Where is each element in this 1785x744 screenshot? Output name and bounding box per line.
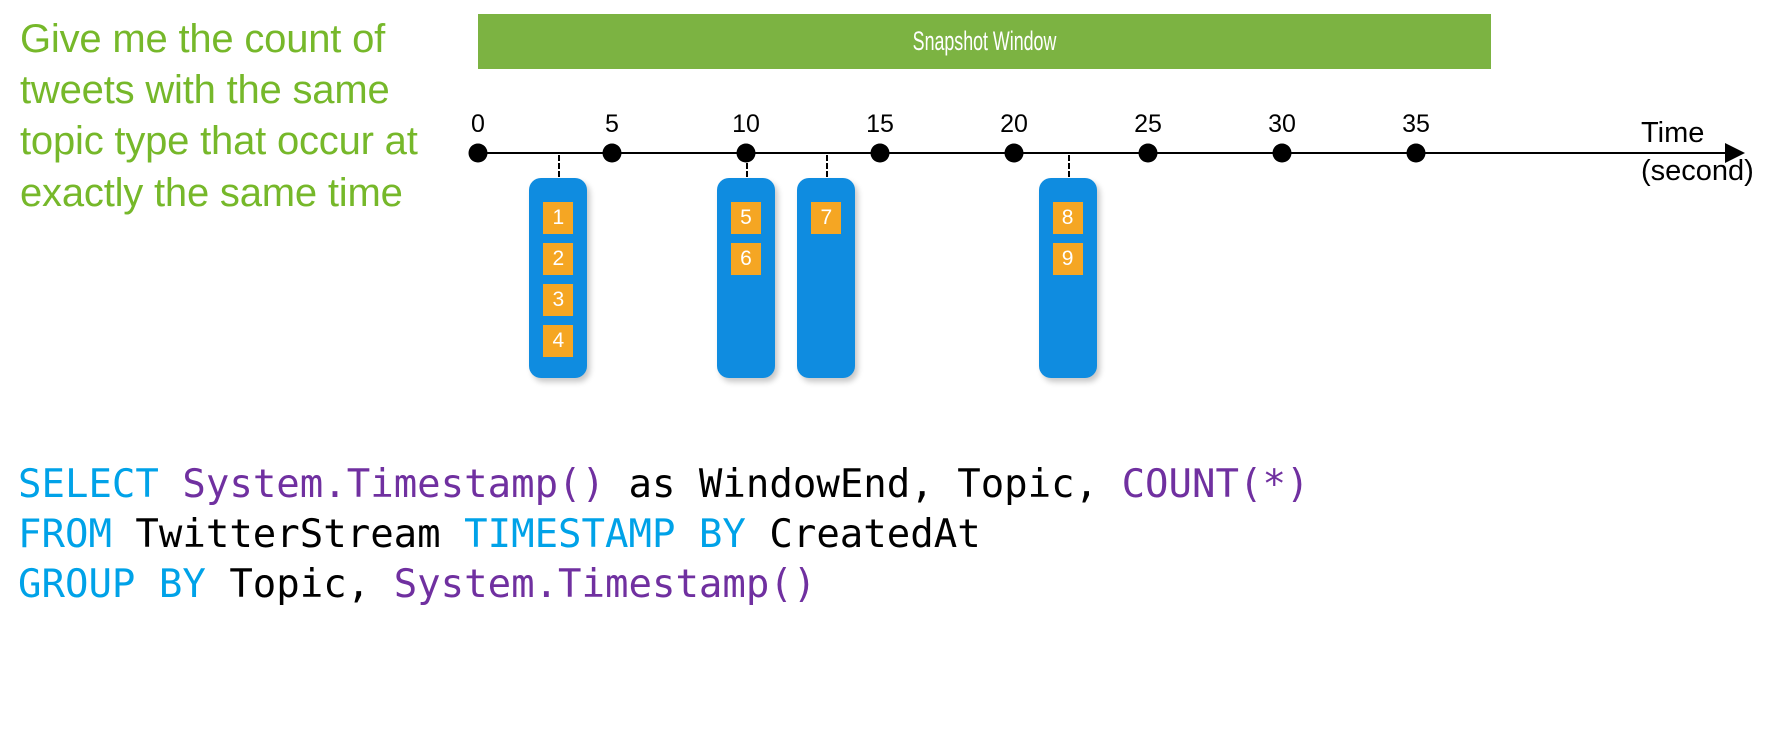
axis-tick-label-30: 30	[1268, 110, 1296, 138]
sql-token-kw: FROM	[18, 511, 112, 557]
tweet-chip-4[interactable]: 4	[543, 325, 574, 357]
sql-token-id	[159, 462, 182, 507]
tweet-chip-7[interactable]: 7	[811, 202, 842, 234]
sql-token-fn: System.Timestamp()	[182, 462, 606, 507]
sql-token-fn: COUNT(*)	[1121, 462, 1310, 507]
tweet-chip-2[interactable]: 2	[543, 243, 574, 275]
tweet-chip-3[interactable]: 3	[543, 284, 574, 316]
sql-token-id: CreatedAt	[745, 511, 981, 557]
axis-dot-25	[1138, 143, 1158, 163]
axis-tick-label-20: 20	[1000, 110, 1028, 138]
sql-token-kw: SELECT	[18, 462, 159, 507]
axis-tick-label-5: 5	[605, 110, 619, 138]
axis-dot-5	[602, 143, 622, 163]
axis-dot-15	[870, 143, 890, 163]
tweet-chip-6[interactable]: 6	[731, 243, 761, 275]
sql-token-fn: System.Timestamp()	[393, 561, 817, 607]
axis-dot-10	[736, 143, 756, 163]
axis-tick-label-15: 15	[866, 110, 894, 138]
sql-line-3: GROUP BY Topic, System.Timestamp()	[18, 560, 1309, 610]
tweet-chip-5[interactable]: 5	[731, 202, 761, 234]
tweet-chip-9[interactable]: 9	[1052, 243, 1083, 275]
axis-dot-20	[1004, 143, 1024, 163]
axis-tick-label-10: 10	[732, 110, 760, 138]
tweet-chip-8[interactable]: 8	[1052, 202, 1083, 234]
snapshot-window-bar: Snapshot Window	[478, 14, 1491, 69]
drop-line-group-4	[1067, 155, 1070, 185]
sql-token-id: as WindowEnd, Topic,	[605, 462, 1122, 507]
sql-token-id: Topic,	[205, 561, 394, 607]
sql-code-block: SELECT System.Timestamp() as WindowEnd, …	[18, 460, 1309, 610]
snapshot-window-label: Snapshot Window	[912, 26, 1057, 56]
tweet-chip-1[interactable]: 1	[543, 202, 574, 234]
drop-line-group-1	[558, 155, 561, 185]
event-box-group-3[interactable]: 7	[797, 178, 856, 378]
event-box-group-1[interactable]: 1 2 3 4	[529, 178, 588, 378]
axis-tick-label-25: 25	[1134, 110, 1162, 138]
axis-title-unit: (second)	[1641, 155, 1754, 187]
axis-dot-35	[1406, 143, 1426, 163]
sql-token-kw: TIMESTAMP BY	[464, 511, 746, 557]
drop-line-group-2	[746, 155, 748, 185]
axis-dot-30	[1272, 143, 1292, 163]
prompt-text: Give me the count of tweets with the sam…	[20, 17, 429, 215]
time-axis-line	[478, 152, 1733, 154]
sql-token-kw: GROUP BY	[18, 561, 206, 607]
time-axis-arrow-icon	[1725, 143, 1745, 163]
axis-tick-label-0: 0	[471, 110, 485, 138]
axis-tick-label-35: 35	[1402, 110, 1430, 138]
sql-line-1: SELECT System.Timestamp() as WindowEnd, …	[18, 460, 1309, 510]
sql-token-id: TwitterStream	[111, 511, 465, 557]
sql-line-2: FROM TwitterStream TIMESTAMP BY CreatedA…	[18, 510, 1309, 560]
drop-line-group-3	[826, 155, 829, 185]
axis-title-time: Time	[1641, 117, 1705, 149]
axis-dot-0	[468, 143, 488, 163]
